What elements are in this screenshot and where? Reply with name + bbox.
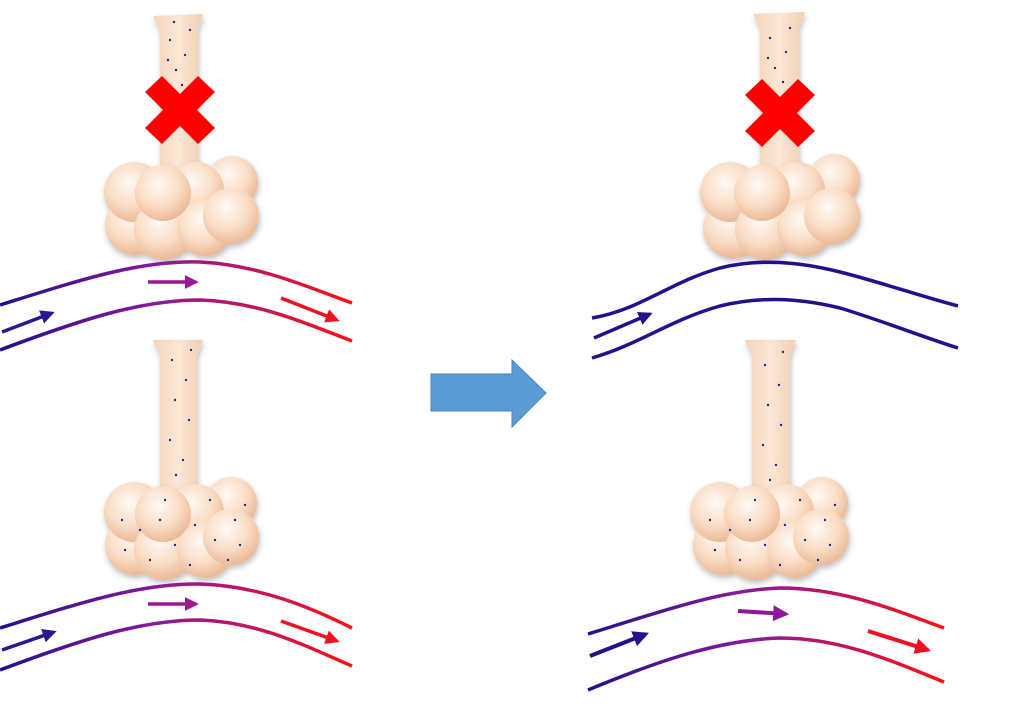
vessel-upper-wall [0,260,353,307]
alveoli-cluster [700,154,860,260]
flow-arrow-mid [737,605,790,622]
flow-arrows [1,275,340,334]
right-arrow-icon [430,358,547,429]
vessel-lower-wall [587,636,945,692]
alveoli-particles [708,498,837,567]
alveoli-cluster [104,477,259,580]
blockage-marker [745,79,815,147]
flow-arrow-out [280,619,340,644]
panel-before-bottom [0,340,353,672]
flow-arrows [589,605,932,658]
flow-arrow-in [1,629,57,652]
flow-arrow-out [280,296,340,323]
panel-before-top [0,14,353,352]
transition-arrow [430,358,547,429]
flow-arrow-out [867,629,932,654]
alveoli-particles [120,498,247,567]
red-x-icon [145,76,215,144]
flow-arrow-in [1,310,55,334]
airway-particles [766,26,792,84]
panel-after-top [591,12,959,360]
blood-vessel [591,260,959,360]
red-x-icon [745,79,815,147]
airway-particles [166,20,192,87]
airway-particles [761,350,785,482]
vessel-lower-wall [591,297,959,360]
airway [745,340,796,505]
vessel-upper-wall [0,582,353,630]
flow-arrows [1,597,340,652]
blood-vessel [587,586,945,692]
airway-particles [168,348,193,477]
flow-arrow-in [593,311,653,340]
flow-arrow-in [589,631,649,658]
vessel-lower-wall [0,298,353,352]
alveoli-cluster [690,477,849,580]
vessel-upper-wall [591,260,959,320]
alveoli-cluster [104,156,259,260]
blood-vessel [0,582,353,672]
airway [153,340,203,505]
blockage-marker [145,76,215,144]
flow-arrows [593,311,653,340]
panel-after-bottom [587,340,945,692]
vessel-lower-wall [0,618,353,672]
vessel-upper-wall [587,586,945,636]
blood-vessel [0,260,353,352]
